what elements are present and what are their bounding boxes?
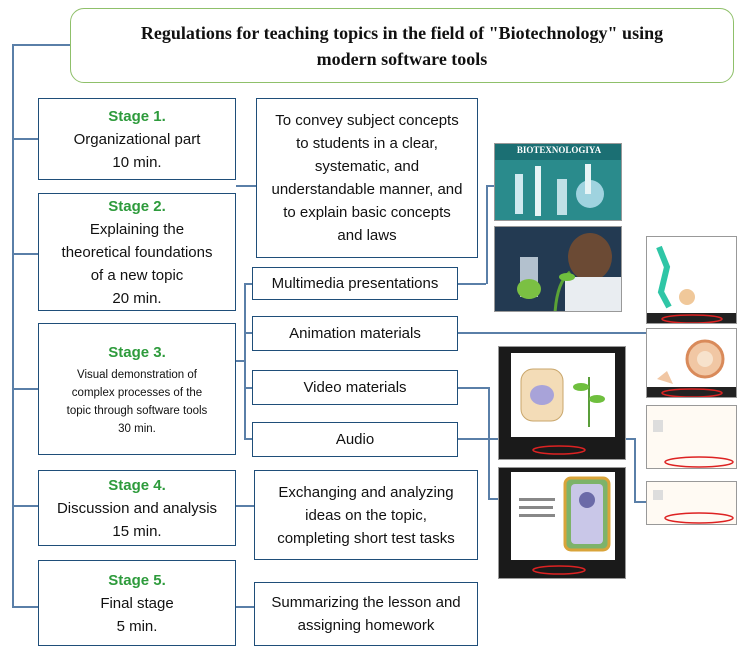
stage-duration: 5 min. [116, 617, 158, 635]
stage-text-line: topic through software tools [66, 404, 208, 417]
audio-to-image-connector-v [634, 438, 636, 502]
stage-duration: 10 min. [112, 153, 162, 171]
stage-label: Stage 4. [108, 476, 166, 494]
stage4-to-discussion-connector [236, 505, 254, 507]
stage1-connector [12, 138, 38, 140]
explain-concepts-box: To convey subject concepts to students i… [256, 98, 478, 258]
animation-preview-2 [646, 328, 737, 398]
stage-text-line: of a new topic [90, 266, 184, 284]
stage-text-line: Visual demonstration of [77, 368, 197, 381]
audio-to-image-connector-t [634, 501, 646, 503]
stage-text-line: theoretical foundations [61, 243, 213, 261]
tool2-connector [244, 332, 252, 334]
tool3-connector [244, 387, 252, 389]
video-preview-1 [498, 346, 626, 460]
stage-label: Stage 2. [108, 197, 166, 215]
multimedia-to-image-connector-h [458, 283, 486, 285]
main-vertical-connector [12, 44, 14, 607]
video-to-image-connector-v [488, 387, 490, 499]
stage-text-line: Discussion and analysis [56, 499, 218, 517]
stage-text-line: Organizational part [73, 130, 201, 148]
diagram-title: Regulations for teaching topics in the f… [70, 8, 734, 83]
stage5-connector [12, 606, 38, 608]
stage-duration: 20 min. [112, 289, 162, 307]
stage-3-box: Stage 3. Visual demonstration of complex… [38, 323, 236, 455]
animation-to-image-connector [458, 332, 646, 334]
video-to-image-connector-h [458, 387, 488, 389]
video-preview-2 [498, 467, 626, 579]
tool-multimedia-box: Multimedia presentations [252, 267, 458, 300]
stage-label: Stage 1. [108, 107, 166, 125]
stage-duration: 30 min. [118, 422, 156, 435]
multimedia-to-image-connector-t [486, 185, 494, 187]
stage-label: Stage 3. [108, 343, 166, 361]
stage-2-box: Stage 2. Explaining the theoretical foun… [38, 193, 236, 311]
tool-audio-box: Audio [252, 422, 458, 457]
stage-duration: 15 min. [112, 522, 162, 540]
stage2-to-explain-connector [236, 185, 256, 187]
tool-video-box: Video materials [252, 370, 458, 405]
stage2-connector [12, 253, 38, 255]
audio-preview-2 [646, 481, 737, 525]
multimedia-to-image-connector-v [486, 185, 488, 284]
stage-text-line: complex processes of the [71, 386, 203, 399]
animation-preview-1 [646, 236, 737, 324]
tool4-connector [244, 438, 252, 440]
biotech-lab-image: BIOTEXNOLOGIYA [494, 143, 622, 221]
stage3-to-tools-connector [236, 360, 244, 362]
discussion-box: Exchanging and analyzing ideas on the to… [254, 470, 478, 560]
stage-text-line: Final stage [100, 594, 174, 612]
audio-preview-1 [646, 405, 737, 469]
video-to-image-connector-t [488, 498, 498, 500]
stage-4-box: Stage 4. Discussion and analysis 15 min. [38, 470, 236, 546]
title-connector [12, 44, 70, 46]
scientist-plant-image [494, 226, 622, 312]
stage4-connector [12, 505, 38, 507]
tool-animation-box: Animation materials [252, 316, 458, 351]
final-summary-box: Summarizing the lesson and assigning hom… [254, 582, 478, 646]
stage-text-line: Explaining the [89, 220, 185, 238]
stage-label: Stage 5. [108, 571, 166, 589]
stage3-connector [12, 388, 38, 390]
stage-1-box: Stage 1. Organizational part 10 min. [38, 98, 236, 180]
tool1-connector [244, 283, 252, 285]
image-caption: BIOTEXNOLOGIYA [516, 145, 602, 155]
stage5-to-final-connector [236, 606, 254, 608]
stage-5-box: Stage 5. Final stage 5 min. [38, 560, 236, 646]
tools-vertical-connector [244, 283, 246, 438]
